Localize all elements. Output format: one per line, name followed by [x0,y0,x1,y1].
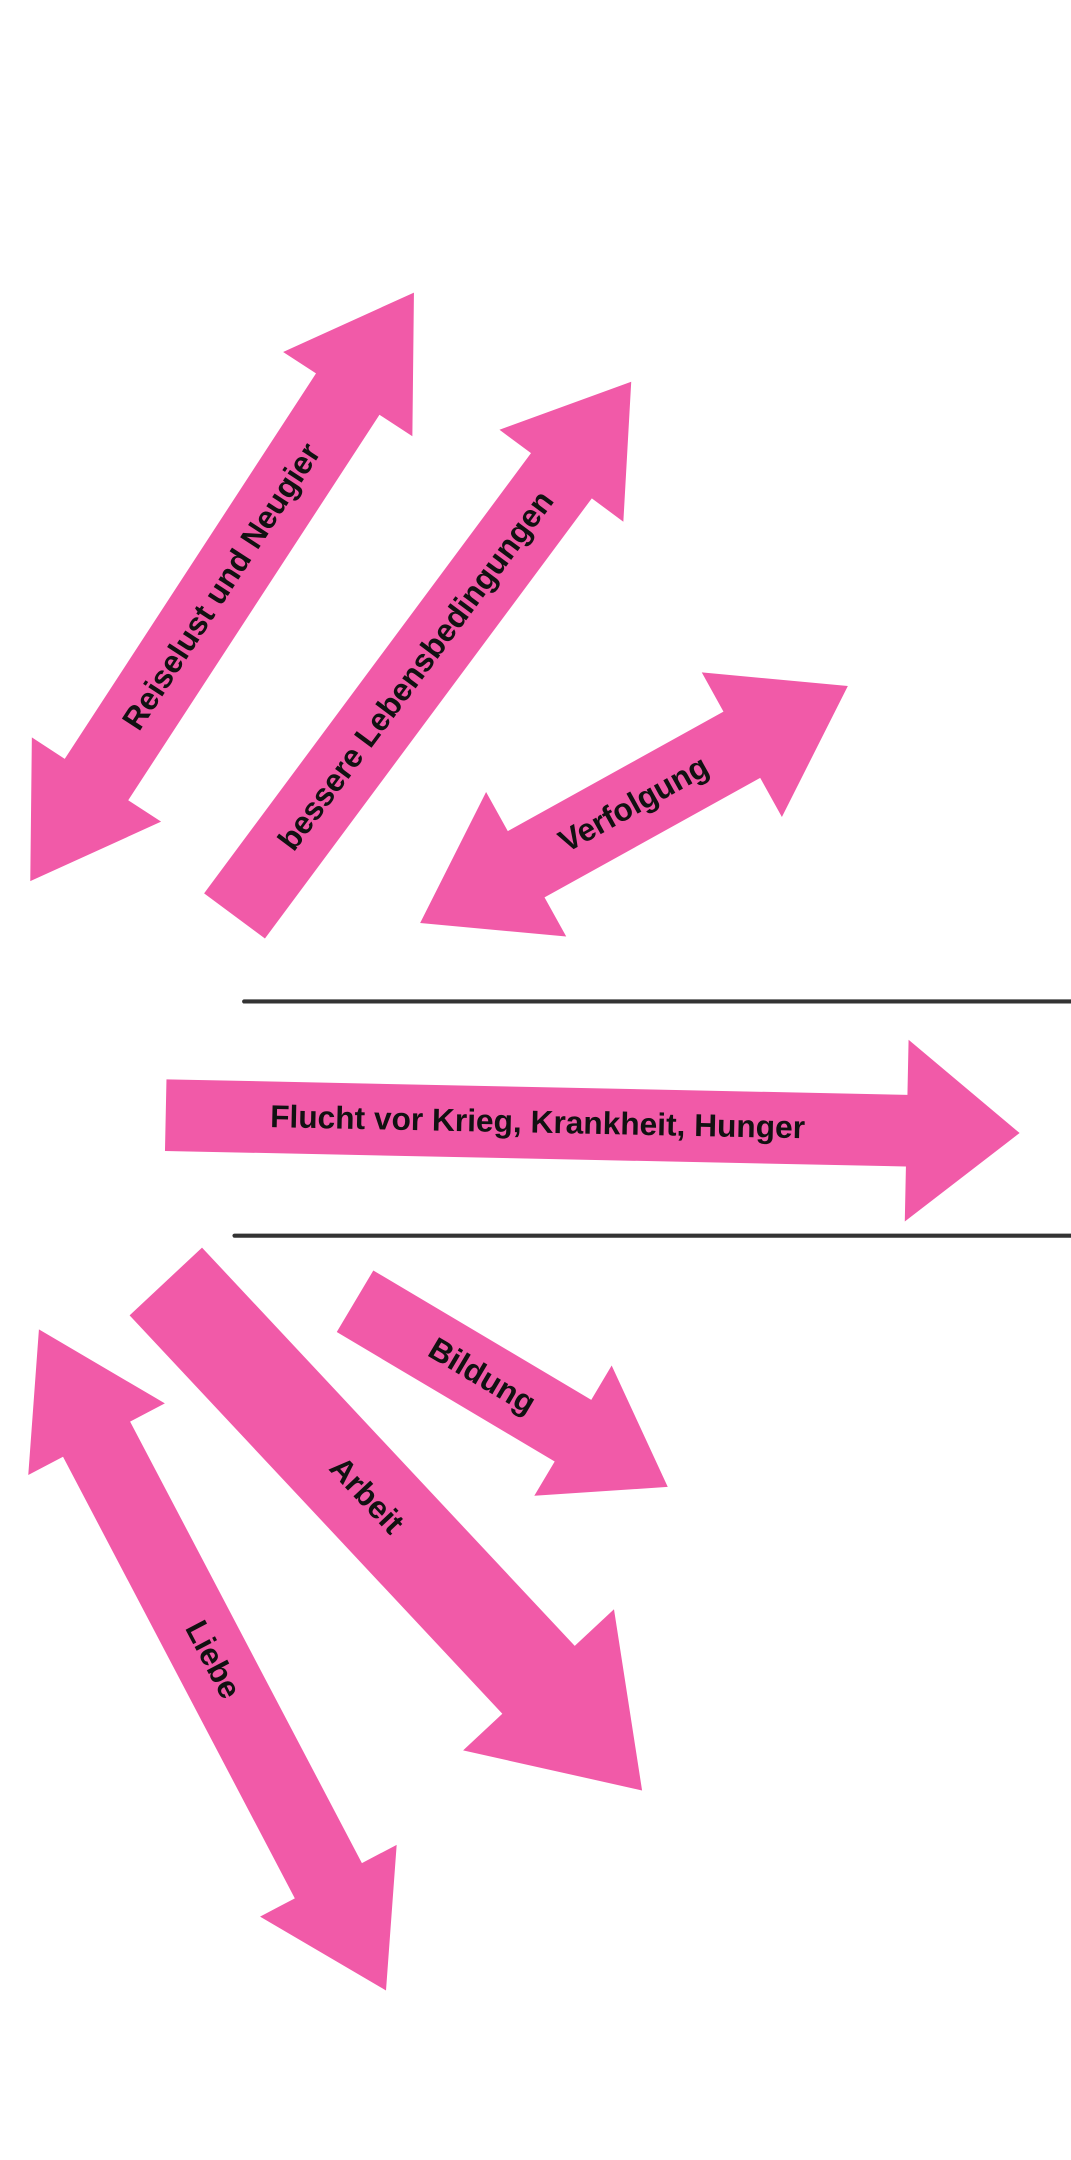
double-arrow-icon [420,672,848,937]
arrow-label: Reiselust und Neugier [115,436,328,736]
double-arrow-icon [30,292,414,882]
arrow-icon [129,1247,643,1791]
arrow-icon [204,381,632,939]
double-arrow-icon [28,1329,397,1991]
arrow-reiselust-und-neugier: Reiselust und Neugier [30,292,414,882]
arrow-label: bessere Lebensbedingungen [270,484,560,857]
arrow-icon [164,1039,1020,1222]
arrow-icon [336,1270,668,1496]
arrow-bessere-lebensbedingungen: bessere Lebensbedingungen [204,381,632,939]
arrow-arbeit: Arbeit [129,1247,643,1791]
arrow-liebe: Liebe [28,1329,397,1991]
arrow-flucht: Flucht vor Krieg, Krankheit, Hunger [164,1039,1020,1222]
